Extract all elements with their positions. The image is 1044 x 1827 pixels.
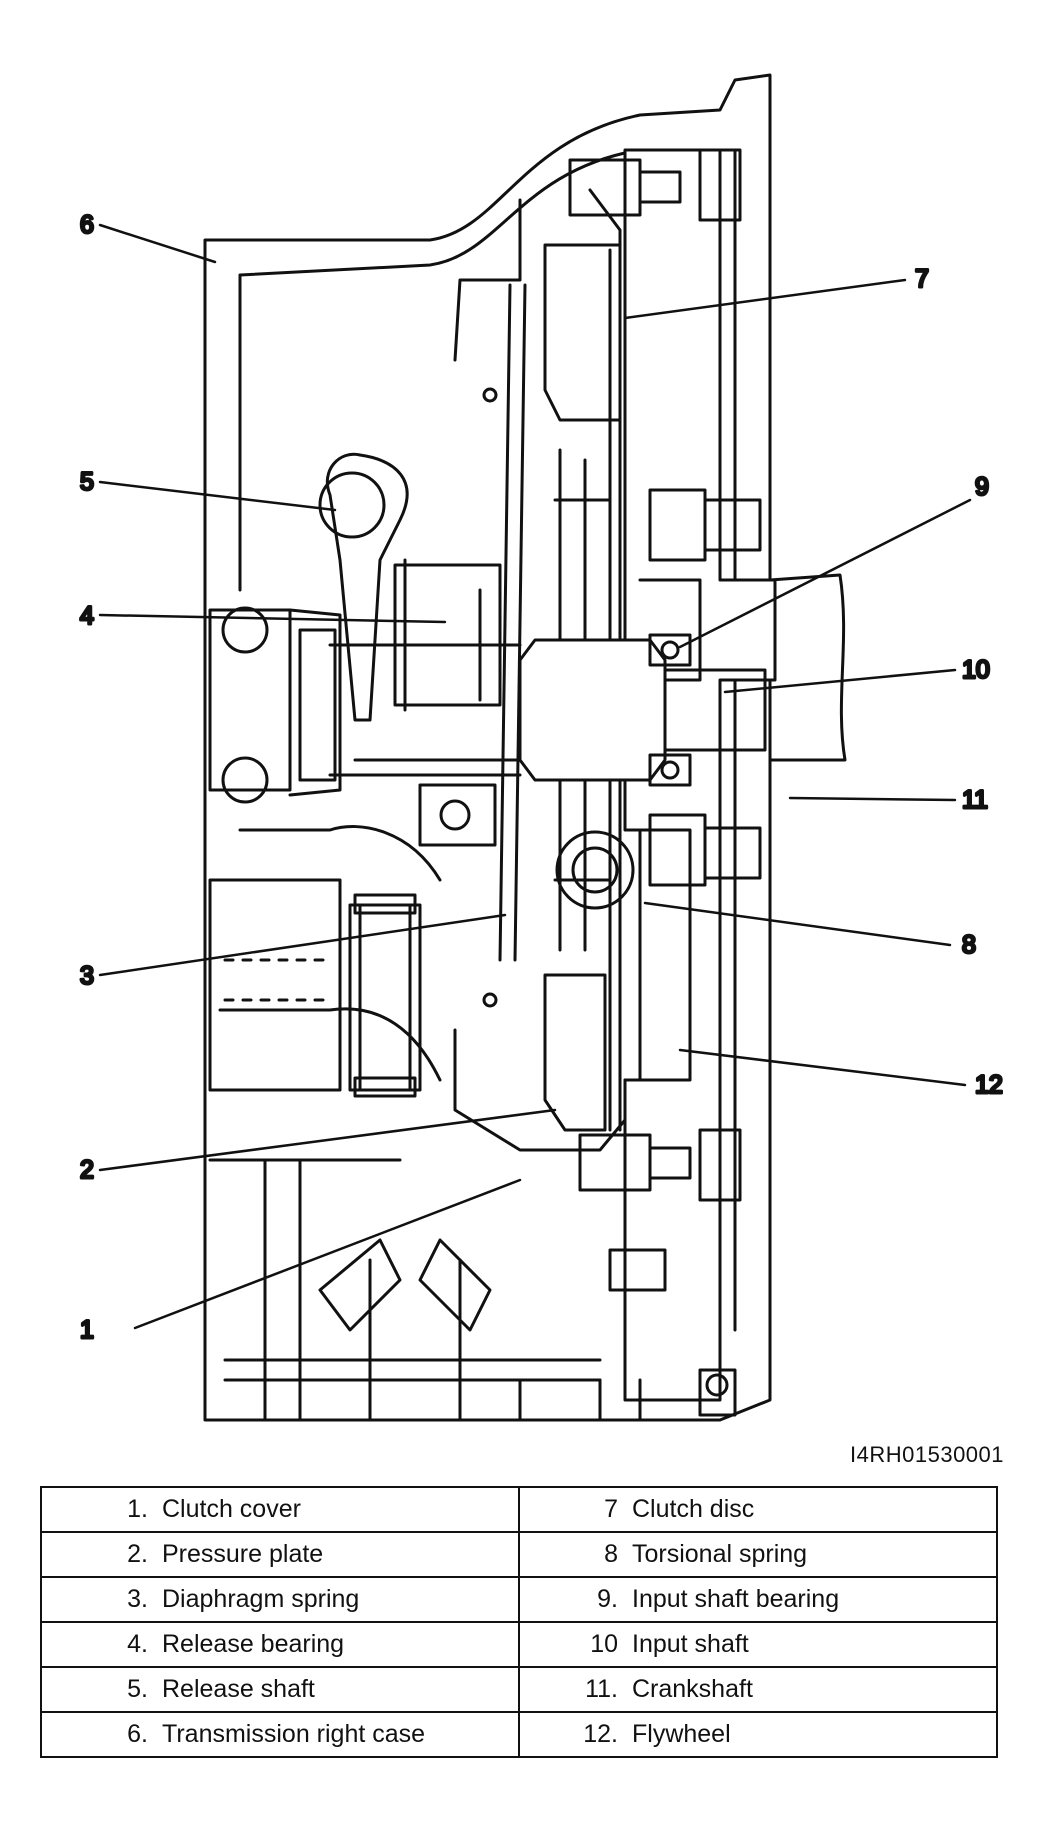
legend-number: 2.	[127, 1540, 148, 1568]
callout-11: 11	[962, 786, 988, 814]
legend-label: Input shaft	[632, 1630, 749, 1658]
torsional-spring-inner	[571, 846, 619, 894]
legend-label: Flywheel	[632, 1720, 731, 1748]
diaphragm-spring	[498, 283, 527, 962]
flywheel-body	[623, 148, 777, 1402]
pressure-plate-upper	[543, 243, 622, 422]
legend-label: Torsional spring	[632, 1540, 808, 1568]
input-shaft	[518, 638, 667, 782]
legend-label: Diaphragm spring	[162, 1585, 360, 1613]
legend-row: 2. Pressure plate 8 Torsional spring	[40, 1531, 998, 1578]
figure-id: I4RH01530001	[850, 1442, 1005, 1467]
input-shaft-bearing	[648, 633, 692, 787]
leader-lines	[98, 223, 972, 1330]
callout-2: 2	[80, 1156, 94, 1184]
left-bearing-housing	[208, 606, 342, 804]
callout-1: 1	[80, 1316, 94, 1344]
legend-label: Crankshaft	[632, 1675, 753, 1703]
legend-number: 11.	[585, 1675, 618, 1703]
callout-10: 10	[962, 656, 990, 684]
callout-3: 3	[80, 962, 94, 990]
legend-row: 1. Clutch cover 7 Clutch disc	[40, 1486, 998, 1533]
release-shaft	[318, 471, 386, 539]
legend-table: 1. Clutch cover 7 Clutch disc 2. Pressure p…	[40, 1486, 998, 1758]
callout-4: 4	[80, 602, 94, 630]
callout-12: 12	[975, 1071, 1003, 1099]
legend-row: 6. Transmission right case 12. Flywheel	[40, 1711, 998, 1758]
legend-label: Pressure plate	[162, 1540, 324, 1568]
transmission-case-outline	[203, 73, 772, 1422]
callout-9: 9	[975, 473, 989, 501]
legend-number: 6.	[127, 1720, 148, 1748]
legend-number: 10	[590, 1630, 618, 1658]
legend-number: 3.	[127, 1585, 148, 1613]
legend-label: Release bearing	[162, 1630, 345, 1658]
torsional-spring	[555, 830, 635, 910]
clutch-cross-section-diagram: 1 2 3 4 5 6 7 8 9 10 11 12	[79, 73, 1004, 1422]
callout-7: 7	[915, 265, 929, 293]
callout-5: 5	[80, 468, 94, 496]
legend-number: 12.	[583, 1720, 618, 1748]
spring-pivot-lower	[482, 992, 498, 1008]
flywheel-inner-line	[638, 578, 702, 1082]
shaft-spline	[328, 643, 522, 777]
case-lower-web	[208, 825, 442, 1162]
pilot-bearing	[418, 783, 497, 847]
legend-number: 5.	[127, 1675, 148, 1703]
legend-number: 7	[604, 1495, 618, 1523]
crankshaft-outline	[768, 573, 847, 762]
legend-number: 4.	[127, 1630, 148, 1658]
flywheel-bolts	[568, 148, 762, 1202]
callout-6: 6	[80, 211, 94, 239]
release-shaft-arm	[325, 452, 409, 722]
legend-number: 9.	[597, 1585, 618, 1613]
legend-number: 1.	[127, 1495, 148, 1523]
legend-label: Clutch disc	[632, 1495, 755, 1523]
input-shaft-stem	[663, 668, 767, 752]
legend-label: Input shaft bearing	[632, 1585, 840, 1613]
legend-row: 5. Release shaft 11. Crankshaft	[40, 1666, 998, 1713]
legend-row: 4. Release bearing 10 Input shaft	[40, 1621, 998, 1668]
differential-gears	[223, 1158, 737, 1422]
spring-pivot-upper	[482, 387, 498, 403]
countershaft-gear	[208, 878, 422, 1098]
release-bearing	[393, 558, 502, 712]
pressure-plate-lower	[543, 973, 607, 1132]
legend-label: Release shaft	[162, 1675, 315, 1703]
legend-label: Clutch cover	[162, 1495, 301, 1523]
legend-row: 3. Diaphragm spring 9. Input shaft bearing	[40, 1576, 998, 1623]
legend-number: 8	[604, 1540, 618, 1568]
callout-8: 8	[962, 931, 976, 959]
legend-label: Transmission right case	[162, 1720, 426, 1748]
